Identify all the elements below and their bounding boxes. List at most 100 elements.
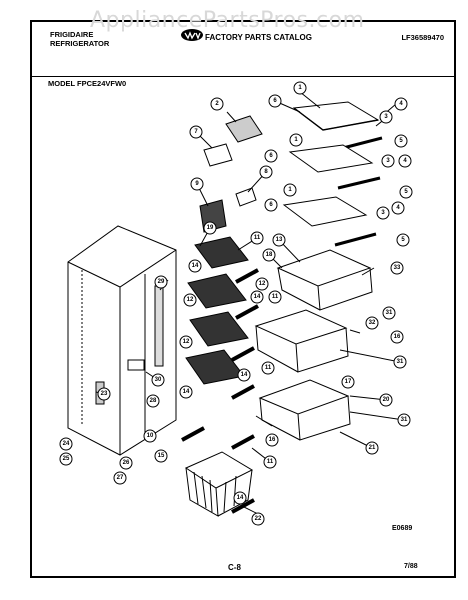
callout-16b: 16	[265, 433, 279, 447]
callout-11d: 11	[263, 455, 277, 469]
callout-11c: 11	[261, 361, 275, 375]
callout-1b: 1	[289, 133, 303, 147]
header-divider	[32, 76, 454, 77]
callout-13: 13	[272, 233, 286, 247]
svg-text:6: 6	[269, 202, 273, 208]
svg-text:31: 31	[386, 310, 393, 316]
callout-26: 26	[119, 456, 133, 470]
callout-4b: 4	[398, 154, 412, 168]
cabinet-drawing	[67, 225, 177, 456]
svg-text:25: 25	[63, 456, 70, 462]
svg-text:14: 14	[192, 263, 199, 269]
callout-28: 28	[146, 394, 160, 408]
callout-6c: 6	[264, 198, 278, 212]
callouts: 1 6 4 3 2 5 7 1 6 3 4 8 9 1 5 6 3 4 19 1…	[59, 81, 413, 526]
svg-text:4: 4	[399, 101, 403, 107]
shelf-lower	[282, 196, 377, 247]
callout-24: 24	[59, 437, 73, 451]
shelf-bracket	[225, 115, 263, 143]
svg-text:12: 12	[183, 339, 190, 345]
svg-text:1: 1	[298, 85, 302, 91]
svg-text:23: 23	[101, 391, 108, 397]
catalog-part-number: LF36589470	[401, 33, 444, 42]
svg-text:31: 31	[397, 359, 404, 365]
callout-32: 32	[365, 316, 379, 330]
svg-text:18: 18	[266, 252, 273, 258]
svg-text:5: 5	[399, 138, 403, 144]
meat-pan	[258, 379, 351, 441]
svg-text:14: 14	[183, 389, 190, 395]
svg-text:12: 12	[259, 281, 266, 287]
callout-6b: 6	[264, 149, 278, 163]
svg-text:7: 7	[194, 129, 198, 135]
svg-text:22: 22	[255, 516, 262, 522]
svg-text:30: 30	[155, 377, 162, 383]
watermark: AppliancePartsPros.com	[90, 8, 365, 33]
callout-7: 7	[189, 125, 203, 139]
svg-text:26: 26	[123, 460, 130, 466]
svg-text:33: 33	[394, 265, 401, 271]
svg-text:14: 14	[237, 495, 244, 501]
svg-text:16: 16	[269, 437, 276, 443]
callout-3b: 3	[381, 154, 395, 168]
svg-text:10: 10	[147, 433, 154, 439]
svg-text:15: 15	[158, 453, 165, 459]
shelf-middle	[288, 144, 381, 190]
callout-14: 14	[188, 259, 202, 273]
diagram-code: E0689	[392, 525, 413, 532]
svg-text:5: 5	[401, 237, 405, 243]
callout-27: 27	[113, 471, 127, 485]
svg-text:21: 21	[369, 445, 376, 451]
svg-text:24: 24	[63, 441, 70, 447]
callout-12c: 12	[179, 335, 193, 349]
svg-text:14: 14	[254, 294, 261, 300]
svg-text:16: 16	[394, 334, 401, 340]
callout-12b: 12	[183, 293, 197, 307]
callout-31: 31	[382, 306, 396, 320]
manufacturer-logo	[180, 28, 203, 42]
callout-20: 20	[379, 393, 393, 407]
svg-text:12: 12	[187, 297, 194, 303]
svg-text:13: 13	[276, 237, 283, 243]
svg-text:6: 6	[273, 98, 277, 104]
svg-text:14: 14	[241, 372, 248, 378]
svg-text:9: 9	[195, 181, 199, 187]
revision-date: 7/88	[404, 563, 418, 570]
callout-31b: 31	[393, 355, 407, 369]
callout-3: 3	[379, 110, 393, 124]
callout-14c: 14	[237, 368, 251, 382]
svg-text:3: 3	[381, 210, 385, 216]
callout-16: 16	[390, 330, 404, 344]
svg-text:1: 1	[288, 187, 292, 193]
svg-text:1: 1	[294, 137, 298, 143]
svg-text:20: 20	[383, 397, 390, 403]
callout-11: 11	[250, 231, 264, 245]
svg-text:29: 29	[158, 279, 165, 285]
svg-text:28: 28	[150, 398, 157, 404]
callout-9: 9	[190, 177, 204, 191]
callout-4: 4	[394, 97, 408, 111]
callout-33: 33	[390, 261, 404, 275]
crisper-top	[276, 249, 373, 311]
model-number: MODEL FPCE24VFW0	[48, 79, 127, 88]
callout-2: 2	[210, 97, 224, 111]
callout-30: 30	[151, 373, 165, 387]
svg-text:11: 11	[254, 235, 261, 241]
callout-11b: 11	[268, 290, 282, 304]
callout-3c: 3	[376, 206, 390, 220]
freezer-basket	[184, 451, 254, 517]
callout-5c: 5	[396, 233, 410, 247]
callout-22: 22	[251, 512, 265, 526]
callout-6: 6	[268, 94, 282, 108]
callout-18: 18	[262, 248, 276, 262]
callout-5b: 5	[399, 185, 413, 199]
crisper-pan	[254, 309, 349, 373]
svg-text:4: 4	[396, 205, 400, 211]
callout-10: 10	[143, 429, 157, 443]
svg-text:3: 3	[384, 114, 388, 120]
callout-19: 19	[203, 221, 217, 235]
svg-text:6: 6	[269, 153, 273, 159]
callout-21: 21	[365, 441, 379, 455]
svg-text:27: 27	[117, 475, 124, 481]
callout-1: 1	[293, 81, 307, 95]
